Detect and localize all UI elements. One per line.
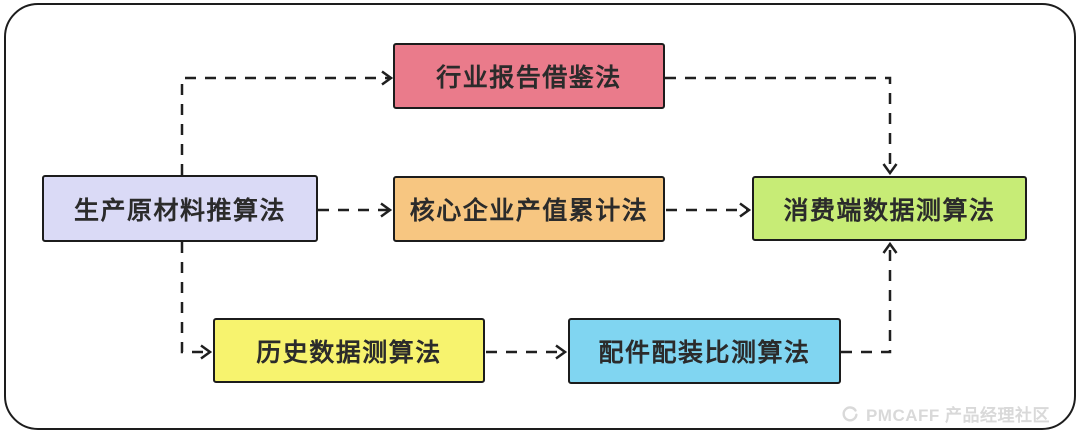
node-historical-data: 历史数据测算法 <box>213 318 485 383</box>
node-parts-ratio: 配件配装比测算法 <box>568 318 841 384</box>
node-industry-report-label: 行业报告借鉴法 <box>436 64 622 92</box>
node-core-enterprise-label: 核心企业产值累计法 <box>409 197 649 225</box>
watermark-text: PMCAFF 产品经理社区 <box>865 406 1050 425</box>
watermark: PMCAFF 产品经理社区 <box>841 401 1050 426</box>
pmcaff-logo-icon <box>842 405 858 421</box>
node-core-enterprise: 核心企业产值累计法 <box>393 176 665 242</box>
node-consumer-data-label: 消费端数据测算法 <box>783 196 996 225</box>
node-raw-material: 生产原材料推算法 <box>42 175 318 242</box>
edge-raw-material-to-industry-report <box>180 70 394 175</box>
node-consumer-data: 消费端数据测算法 <box>752 176 1027 241</box>
edge-parts-ratio-to-consumer-data <box>841 241 898 354</box>
node-raw-material-label: 生产原材料推算法 <box>73 196 286 225</box>
edge-raw-material-to-historical-data <box>180 242 213 360</box>
edge-industry-report-to-consumer-data <box>665 76 898 176</box>
node-parts-ratio-label: 配件配装比测算法 <box>598 339 811 367</box>
node-industry-report: 行业报告借鉴法 <box>393 43 665 109</box>
node-historical-data-label: 历史数据测算法 <box>256 338 442 367</box>
